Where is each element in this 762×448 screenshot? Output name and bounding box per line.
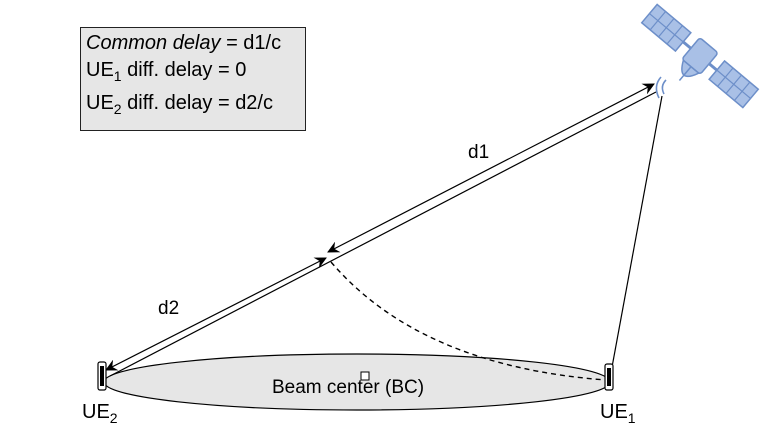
ue2-device-icon xyxy=(97,361,107,391)
ue1-label: UE1 xyxy=(600,401,636,426)
ue2-delay-text: diff. delay = d2/c xyxy=(121,92,273,114)
ue1-device-icon xyxy=(604,363,614,391)
ue1-label-prefix: UE xyxy=(600,401,628,423)
ue1-label-sub: 1 xyxy=(627,410,636,426)
ue1-delay-row: UE1 diff. delay = 0 xyxy=(86,57,305,90)
ue2-delay-prefix: UE xyxy=(86,92,114,114)
ue2-label: UE2 xyxy=(82,401,118,426)
common-delay-row: Common delay = d1/c xyxy=(86,30,305,57)
satellite-icon xyxy=(640,3,760,109)
d2-arrow xyxy=(105,257,327,371)
beam-center-label: Beam center (BC) xyxy=(272,377,425,398)
ue2-link-line xyxy=(109,91,657,377)
ue1-delay-text: diff. delay = 0 xyxy=(121,59,247,81)
delay-info-box: Common delay = d1/c UE1 diff. delay = 0 … xyxy=(80,27,306,131)
ue2-delay-sub: 2 xyxy=(113,101,122,117)
ue2-delay-row: UE2 diff. delay = d2/c xyxy=(86,90,305,123)
ue1-delay-prefix: UE xyxy=(86,59,114,81)
ue1-delay-sub: 1 xyxy=(113,68,122,84)
ue2-label-prefix: UE xyxy=(82,401,110,423)
signal-waves-icon xyxy=(655,76,667,99)
ue2-label-sub: 2 xyxy=(109,410,118,426)
d1-arrow-outer xyxy=(327,83,655,253)
d1-label: d1 xyxy=(468,142,490,163)
beam-center-marker xyxy=(360,371,370,381)
common-delay-label: Common delay xyxy=(86,32,221,54)
ue1-link-line xyxy=(609,95,663,379)
common-delay-value: = d1/c xyxy=(220,32,282,54)
d2-label: d2 xyxy=(158,298,180,319)
